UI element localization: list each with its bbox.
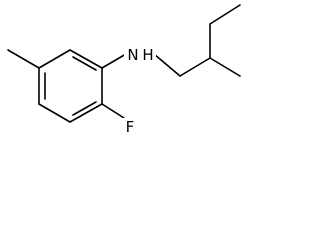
ring-double-bond-2 bbox=[72, 101, 97, 116]
chemical-structure: N H F bbox=[7, 4, 241, 136]
chain-bond-1 bbox=[153, 53, 181, 77]
ring-bond-1 bbox=[69, 49, 103, 69]
ring-double-bond-1 bbox=[72, 56, 97, 71]
methyl-bond bbox=[7, 49, 40, 69]
fluorine-bond bbox=[101, 103, 125, 119]
chain-bond-4 bbox=[209, 4, 241, 25]
ring-bond-4 bbox=[38, 103, 71, 123]
hydrogen-label: H bbox=[142, 46, 153, 64]
chain-bond-2 bbox=[179, 57, 211, 77]
ring-bond-6 bbox=[38, 49, 71, 69]
chain-methyl-bond bbox=[209, 57, 241, 77]
benzene-ring bbox=[38, 49, 103, 123]
nitrogen-label: N bbox=[127, 46, 138, 64]
amine-ring-bond bbox=[101, 53, 127, 69]
fluorine-label: F bbox=[126, 118, 135, 136]
alkyl-chain bbox=[153, 4, 241, 77]
ring-bond-3 bbox=[69, 103, 103, 123]
